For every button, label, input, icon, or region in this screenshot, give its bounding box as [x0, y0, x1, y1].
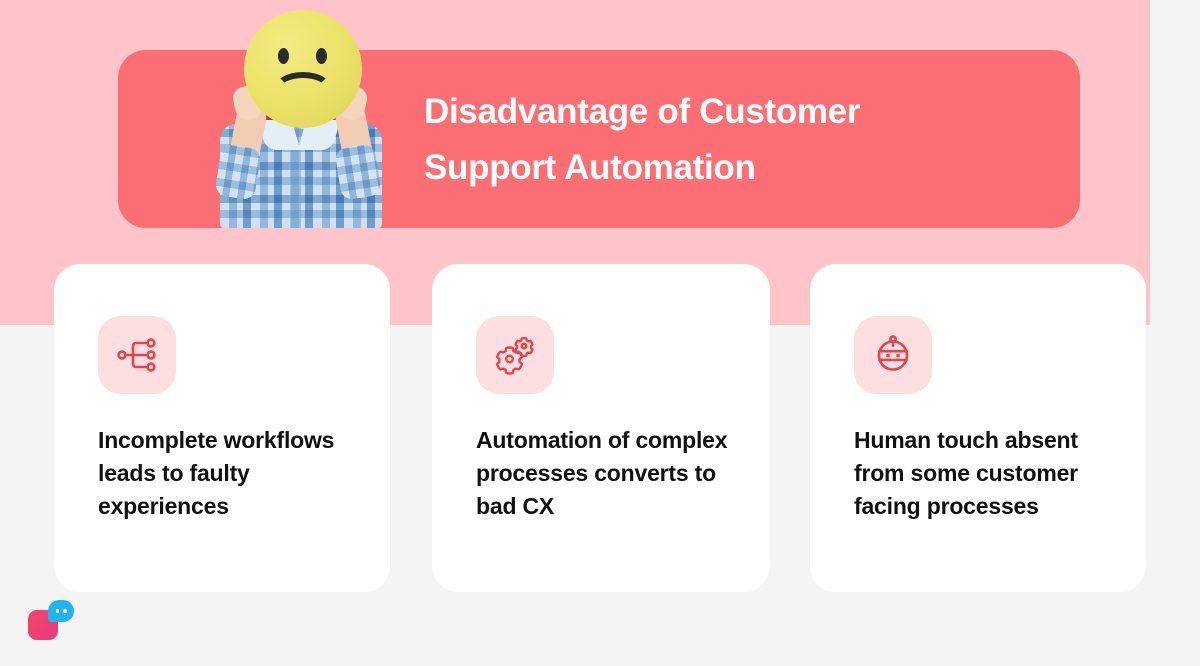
info-card: Automation of complex processes converts… — [432, 264, 770, 592]
sleeve-right — [334, 143, 382, 201]
icon-tile — [854, 316, 932, 394]
icon-tile — [476, 316, 554, 394]
icon-tile — [98, 316, 176, 394]
card-text: Incomplete workflows leads to faulty exp… — [98, 427, 335, 519]
chat-logo[interactable] — [28, 600, 74, 640]
shirt-placket — [290, 126, 301, 228]
card-text: Automation of complex processes converts… — [476, 427, 728, 519]
chat-bubble-icon — [48, 600, 74, 622]
background-right-gutter — [1150, 0, 1200, 325]
gears-icon — [494, 334, 536, 376]
info-card: Incomplete workflows leads to faulty exp… — [54, 264, 390, 592]
sad-face-eye-right — [316, 48, 327, 64]
workflow-branch-icon — [116, 334, 158, 376]
card-text: Human touch absent from some customer fa… — [854, 427, 1078, 519]
chat-bubble-dot — [55, 609, 59, 613]
info-card: Human touch absent from some customer fa… — [810, 264, 1146, 592]
chat-bubble-dot — [63, 609, 67, 613]
robot-icon — [872, 334, 914, 376]
hero-photo — [196, 6, 404, 228]
sad-face-icon — [244, 10, 362, 128]
sad-face-eye-left — [278, 48, 289, 64]
sad-face-frown — [274, 72, 332, 106]
